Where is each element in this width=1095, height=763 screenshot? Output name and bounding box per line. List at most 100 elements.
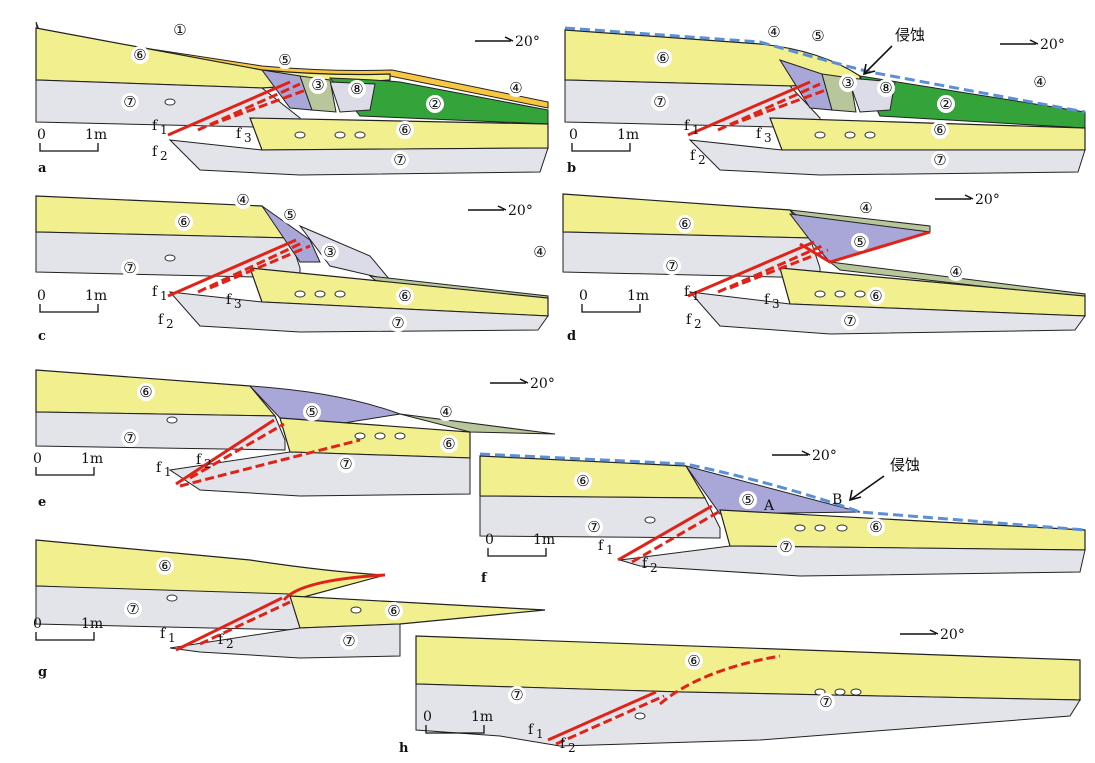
- panel-a-fault-f2-label: f: [152, 144, 159, 160]
- panel-g-fault-f2-label: f: [218, 632, 225, 648]
- panel-f-fault-f2-label-subscript: 2: [650, 561, 658, 575]
- pebble-symbol: [794, 524, 806, 532]
- panel-e-unit-7-top-bg: [121, 429, 139, 447]
- panel-d-unit-6-bottom-bg: [867, 287, 885, 305]
- panel-c-unit-7-bottom-bg: [389, 314, 407, 332]
- panel-b-unit-6-bottom: ⑥: [933, 121, 946, 139]
- panel-e-scale-zero: 0: [33, 451, 42, 467]
- panel-b-unit-6-bottom-bg: [931, 121, 949, 139]
- panel-h-unit-7-left-bg: [508, 686, 526, 704]
- panel-e-arrow-icon: [490, 378, 529, 384]
- panel-f-fault-f2-label: f: [642, 556, 649, 572]
- panel-d-unit-7-top: ⑦: [665, 257, 678, 275]
- panel-f-unit-6-bottom-bg: [867, 518, 885, 536]
- pebble-symbol: [394, 432, 406, 440]
- panel-h-scale-length: 1m: [471, 709, 493, 725]
- panel-h-fault-f1: [547, 690, 657, 742]
- panel-f-scale-zero: 0: [485, 532, 494, 548]
- panel-h-scale-bar: [425, 725, 485, 734]
- panel-f-fault-f1-label-subscript: 1: [606, 543, 614, 557]
- pebble-symbol: [166, 594, 178, 602]
- panel-d-fault-f3-label-subscript: 3: [772, 297, 780, 311]
- panel-c-fault-f1: [167, 238, 297, 298]
- panel-e-unit-6-bottom-bg: [440, 435, 458, 453]
- panel-b-label: b: [567, 161, 576, 176]
- panel-f-fault-f2: [631, 508, 723, 564]
- panel-b-fault-f3: [729, 88, 827, 127]
- panel-f-scale-length: 1m: [533, 532, 555, 548]
- panel-a-layer-7-bottom: [168, 139, 549, 176]
- panel-e-unit-6-bottom: ⑥: [442, 435, 455, 453]
- panel-b-fault-f3-label-subscript: 3: [764, 131, 772, 145]
- panel-d-fault-f3: [729, 248, 829, 290]
- panel-a-arrow-icon: [475, 36, 514, 42]
- panel-f-label: f: [481, 571, 488, 586]
- pebble-symbol: [850, 688, 862, 696]
- panel-f-faults: [617, 504, 723, 564]
- panel-c-fault-f2-label-subscript: 2: [166, 317, 174, 331]
- panel-b-unit-2-bg: [937, 95, 955, 113]
- panel-a-unit-6-bottom: ⑥: [398, 121, 411, 139]
- panel-a-unit-2: ②: [428, 95, 441, 113]
- panel-d-fault-red-boundary: [799, 230, 931, 264]
- panel-e-unit-6-top: ⑥: [139, 383, 152, 401]
- panel-h-unit-7-right: ⑦: [819, 693, 832, 711]
- panel-f-unit-6-top: ⑥: [576, 472, 589, 490]
- panel-d-fault-f2-label-subscript: 2: [694, 317, 702, 331]
- panel-d-unit-7-bottom: ⑦: [843, 312, 856, 330]
- panel-c-fault-f3-label: f: [226, 292, 233, 308]
- panel-a-fault-f1: [167, 80, 291, 137]
- pebble-symbol: [834, 290, 846, 298]
- panel-f-layer-7-bottom: [619, 545, 1086, 577]
- panel-a-scale-length: 1m: [85, 127, 107, 143]
- panel-b-fault-f1-label: f: [684, 118, 691, 134]
- panel-b-fault-f1: [687, 80, 811, 137]
- pebble-symbol: [814, 131, 826, 139]
- panel-a-fault-f1-label-subscript: 1: [160, 123, 168, 137]
- panel-a-unit-8-bg: [348, 80, 366, 98]
- panel-b-erosion-arrow-icon: [862, 45, 893, 76]
- panel-b-layer-7-bottom: [688, 139, 1086, 176]
- panel-b-unit-4-top-bg: [765, 23, 783, 41]
- panel-f-unit-7-bottom-bg: [777, 538, 795, 556]
- panel-h-fault-f2-label-subscript: 2: [568, 741, 576, 755]
- panel-b-fault-f1-label-subscript: 1: [692, 123, 700, 137]
- panel-d-unit-4-bottom-bg: [947, 263, 965, 281]
- panel-c-unit-6-bottom: ⑥: [398, 287, 411, 305]
- panel-g-scale-bar: [35, 632, 95, 641]
- panel-g-unit-6-bottom-bg: [385, 602, 403, 620]
- panel-h-unit-6: ⑥: [687, 652, 700, 670]
- panel-d-orientation: 20°: [975, 192, 1000, 208]
- panel-d-fault-f1-label-subscript: 1: [692, 289, 700, 303]
- panel-c: [35, 195, 549, 333]
- panel-c-unit-7-bottom: ⑦: [391, 314, 404, 332]
- panel-a-fault-f3-label-subscript: 3: [244, 131, 252, 145]
- panel-a-unit-1-bg: [171, 21, 189, 39]
- panel-f-erosion-label: 侵蚀: [890, 456, 920, 474]
- pebble-symbol: [334, 131, 346, 139]
- panel-h-faults: [547, 690, 665, 746]
- panel-g-layer-7-bottom: [169, 623, 401, 659]
- panel-d-layer-7-bottom: [688, 291, 1086, 335]
- panel-b-scale-length: 1m: [617, 127, 639, 143]
- panel-h-layer-7: [415, 683, 1081, 747]
- panel-b-unit-2: ②: [939, 95, 952, 113]
- panel-b-unit-3-bg: [839, 74, 857, 92]
- panel-b-unit-5: ⑤: [811, 27, 824, 45]
- panel-f-unit-6-top-bg: [574, 472, 592, 490]
- panel-f-erosion-line: [479, 452, 1086, 532]
- panel-f-layer-7-top: [479, 495, 721, 539]
- panel-c-unit-7-top-bg: [121, 259, 139, 277]
- panel-a-scale-zero: 0: [37, 127, 46, 143]
- panel-c-unit-7-top: ⑦: [123, 259, 136, 277]
- panel-a-orientation: 20°: [515, 34, 540, 50]
- panel-g-faults: [175, 596, 291, 652]
- panel-a-unit-5: ⑤: [278, 51, 291, 69]
- panel-g-unit-7-bottom: ⑦: [342, 632, 355, 650]
- panel-g-fault-f1-label-subscript: 1: [168, 631, 176, 645]
- panel-c-orientation: 20°: [508, 203, 533, 219]
- panel-b-unit-4-top: ④: [767, 23, 780, 41]
- panel-d-unit-4-top-bg: [857, 199, 875, 217]
- panel-e-scale-length: 1m: [81, 451, 103, 467]
